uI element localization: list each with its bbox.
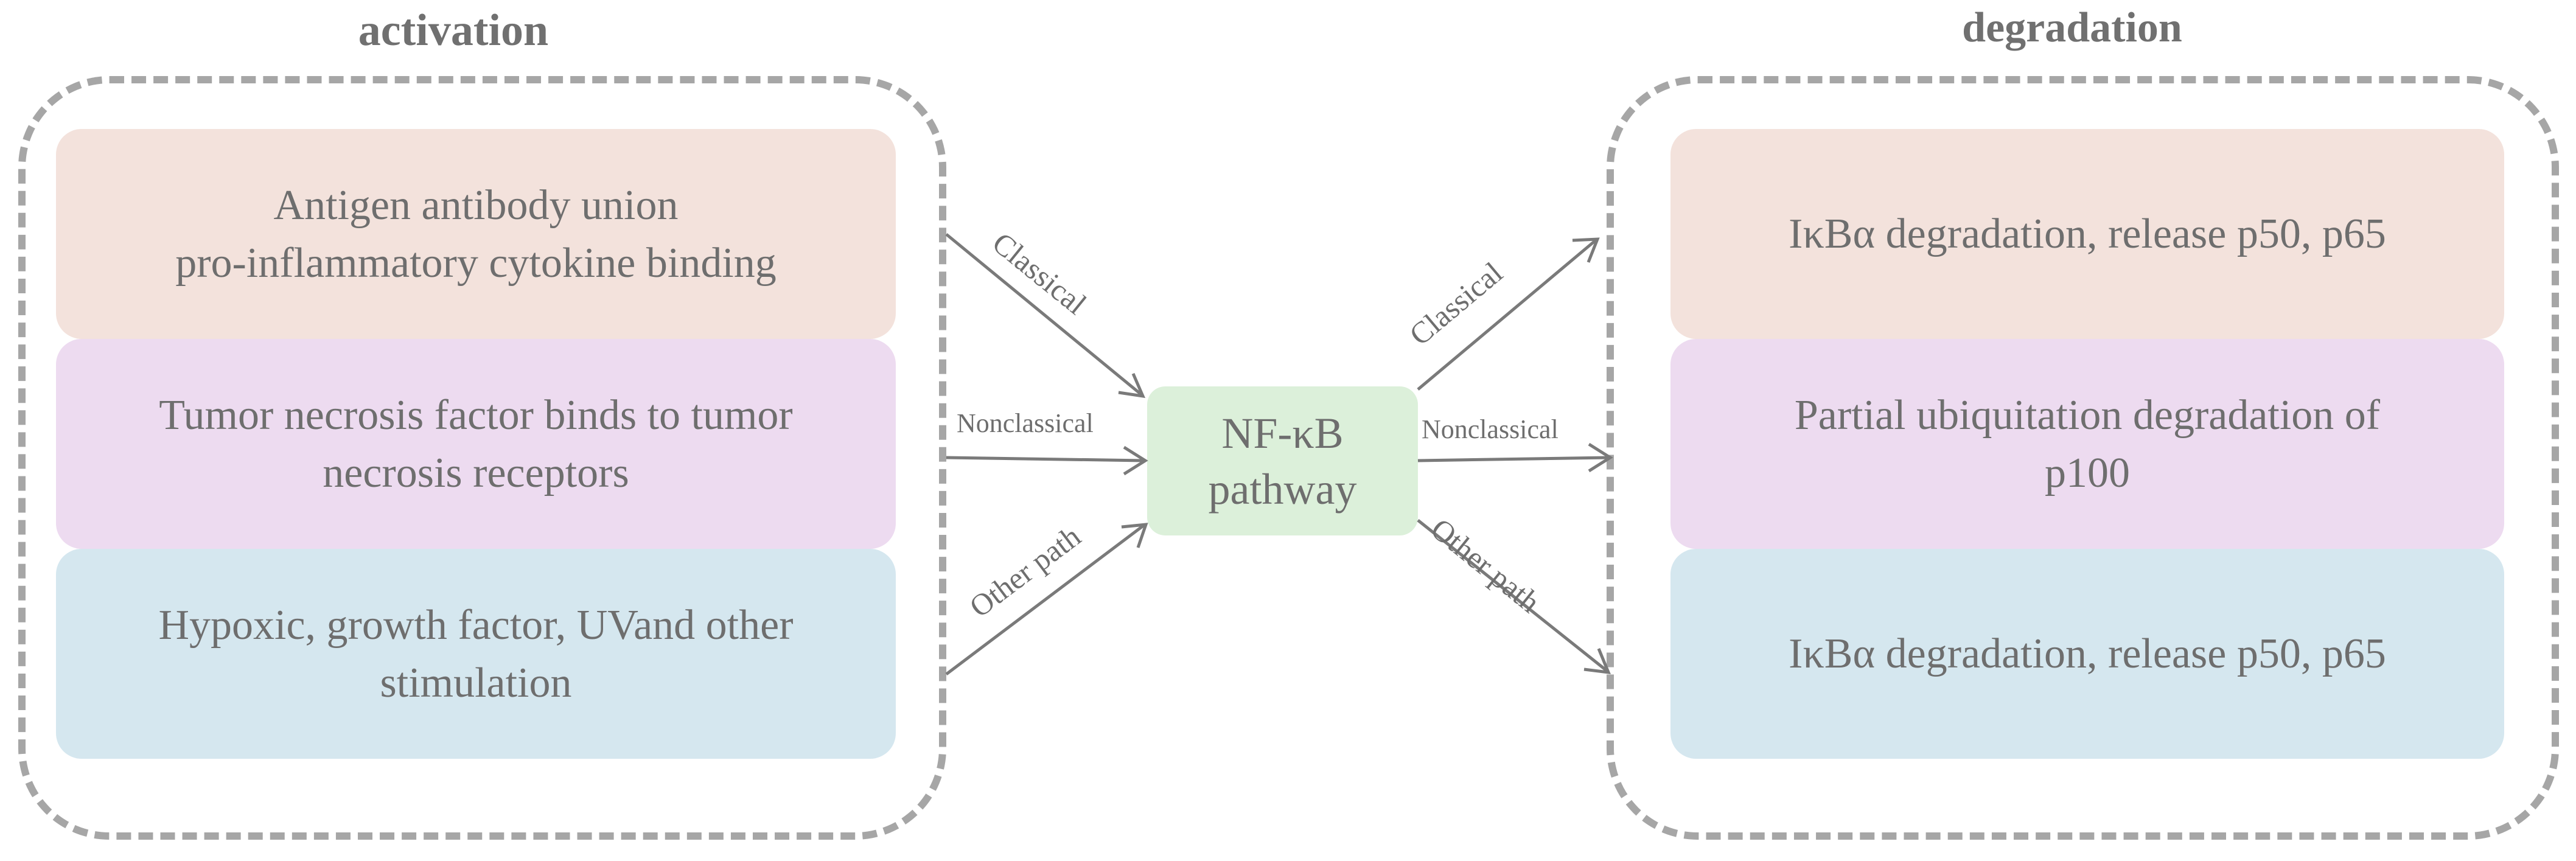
arrow-in-classical <box>945 233 1142 396</box>
activation-tnf-line-2: necrosis receptors <box>323 449 629 497</box>
activation-hypoxic-line-1: Hypoxic, growth factor, UVand other <box>158 601 794 649</box>
degradation-ikba-box-2: IκBα degradation, release p50, p65 <box>1670 549 2504 759</box>
arrowhead-in-other <box>1121 523 1148 548</box>
nfkb-pathway-node: NF-κB pathway <box>1147 386 1418 535</box>
activation-tnf-box: Tumor necrosis factor binds to tumor nec… <box>56 339 896 549</box>
nfkb-node-line-1: NF-κB <box>1221 408 1344 458</box>
degradation-p100-line-2: p100 <box>2044 449 2130 497</box>
activation-hypoxic-line-2: stimulation <box>380 659 572 706</box>
activation-title: activation <box>358 5 549 55</box>
arrow-in-nonclassical <box>946 456 1145 462</box>
arrow-out-classical <box>1417 239 1597 391</box>
arrowhead-in-classical <box>1118 373 1146 399</box>
activation-antigen-line-2: pro-inflammatory cytokine binding <box>175 239 777 287</box>
label-out-nonclassical: Nonclassical <box>1422 414 1559 444</box>
degradation-ikba-1-line-1: IκBα degradation, release p50, p65 <box>1789 211 2386 257</box>
activation-antigen-box: Antigen antibody union pro-inflammatory … <box>56 129 896 339</box>
arrowhead-in-nonclassical <box>1123 445 1148 476</box>
activation-tnf-line-1: Tumor necrosis factor binds to tumor <box>159 391 793 439</box>
nfkb-node-line-2: pathway <box>1208 464 1357 514</box>
degradation-ikba-box-1: IκBα degradation, release p50, p65 <box>1670 129 2504 339</box>
arrow-in-other <box>945 524 1145 675</box>
degradation-group <box>1607 76 2559 840</box>
degradation-ikba-2-line-1: IκBα degradation, release p50, p65 <box>1789 630 2386 677</box>
arrowhead-out-nonclassical <box>1588 442 1613 473</box>
activation-group <box>18 76 946 840</box>
degradation-p100-box: Partial ubiquitation degradation of p100 <box>1670 339 2504 549</box>
arrowhead-out-classical <box>1572 237 1600 263</box>
degradation-p100-line-1: Partial ubiquitation degradation of <box>1794 391 2381 439</box>
degradation-title: degradation <box>1962 4 2182 51</box>
activation-hypoxic-box: Hypoxic, growth factor, UVand other stim… <box>56 549 896 759</box>
activation-antigen-line-1: Antigen antibody union <box>273 181 679 229</box>
arrowhead-out-other <box>1583 648 1611 675</box>
arrow-out-nonclassical <box>1417 456 1610 462</box>
label-in-nonclassical: Nonclassical <box>957 408 1094 438</box>
arrow-out-other <box>1417 519 1608 672</box>
